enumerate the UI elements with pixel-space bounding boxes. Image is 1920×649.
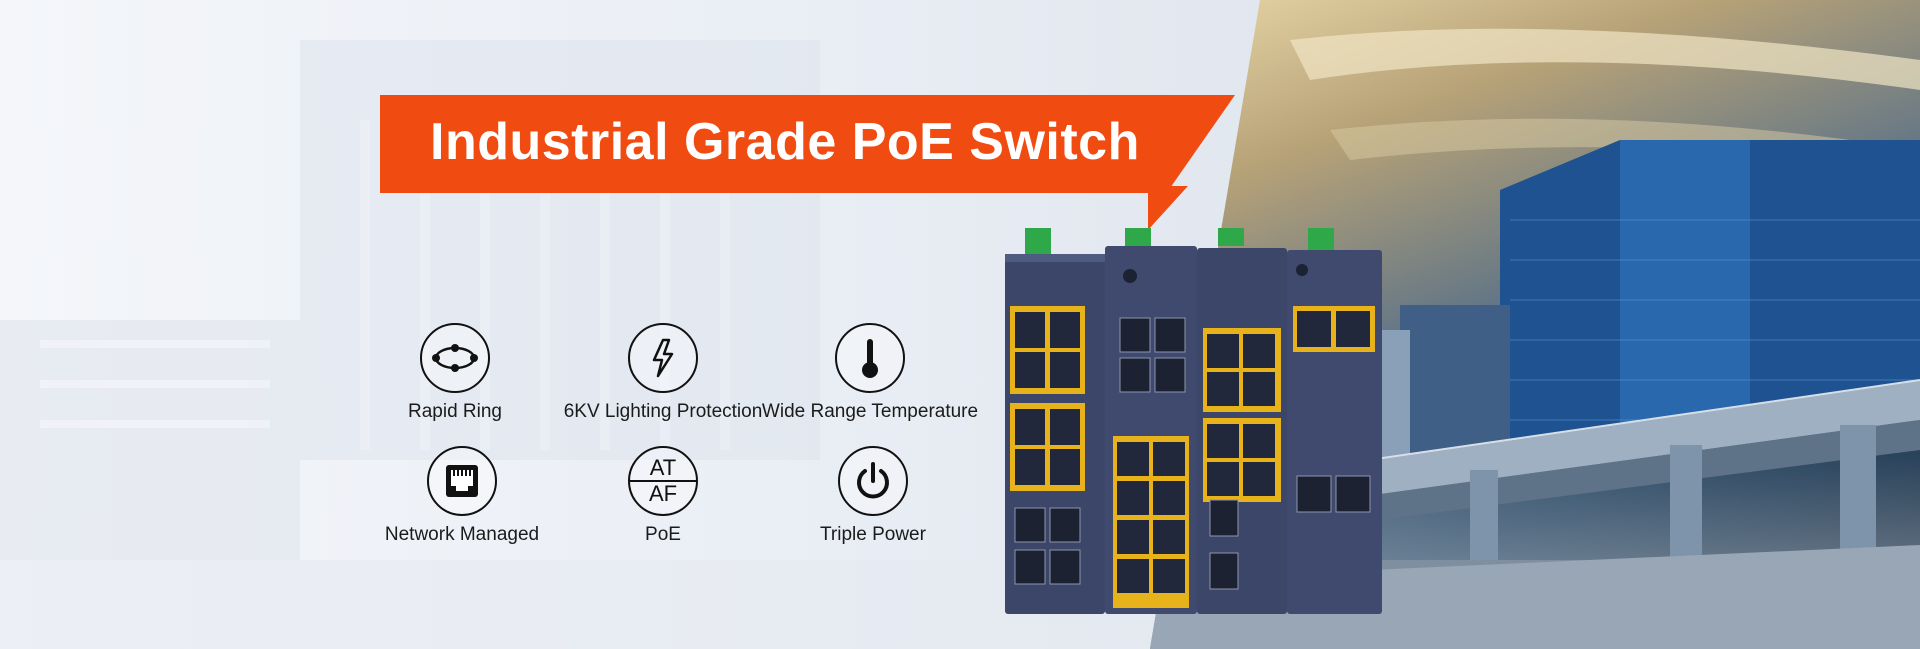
poe-badge-bottom: AF: [648, 481, 678, 506]
switch-unit-1: [1005, 228, 1105, 614]
feature-wide-temperature: Wide Range Temperature: [760, 323, 980, 423]
feature-triple-power: Triple Power: [763, 446, 983, 546]
poe-at-af-icon: AT AF: [628, 446, 698, 516]
feature-label: Rapid Ring: [408, 401, 502, 422]
ribbon-pointer: [1148, 186, 1188, 230]
poe-badge-top: AT: [649, 455, 677, 480]
power-icon: [838, 446, 908, 516]
switch-unit-3: [1197, 228, 1287, 614]
switch-unit-4: [1287, 228, 1382, 614]
ethernet-port-icon: [427, 446, 497, 516]
lightning-icon: [628, 323, 698, 393]
product-image-switches: [1005, 228, 1382, 614]
feature-network-managed: Network Managed: [352, 446, 572, 546]
title-ribbon: [380, 95, 1235, 193]
switch-unit-2: [1105, 228, 1197, 614]
poe-divider: [630, 480, 696, 482]
feature-label: Triple Power: [820, 524, 926, 545]
feature-lightning-protection: 6KV Lighting Protection: [553, 323, 773, 423]
ring-network-icon: [420, 323, 490, 393]
feature-rapid-ring: Rapid Ring: [345, 323, 565, 423]
feature-label: 6KV Lighting Protection: [563, 401, 763, 422]
feature-poe: AT AF PoE: [553, 446, 773, 546]
page-title: Industrial Grade PoE Switch: [430, 113, 1140, 171]
feature-label: Network Managed: [384, 524, 540, 545]
feature-label: PoE: [645, 524, 681, 545]
feature-label: Wide Range Temperature: [761, 401, 979, 422]
thermometer-icon: [835, 323, 905, 393]
